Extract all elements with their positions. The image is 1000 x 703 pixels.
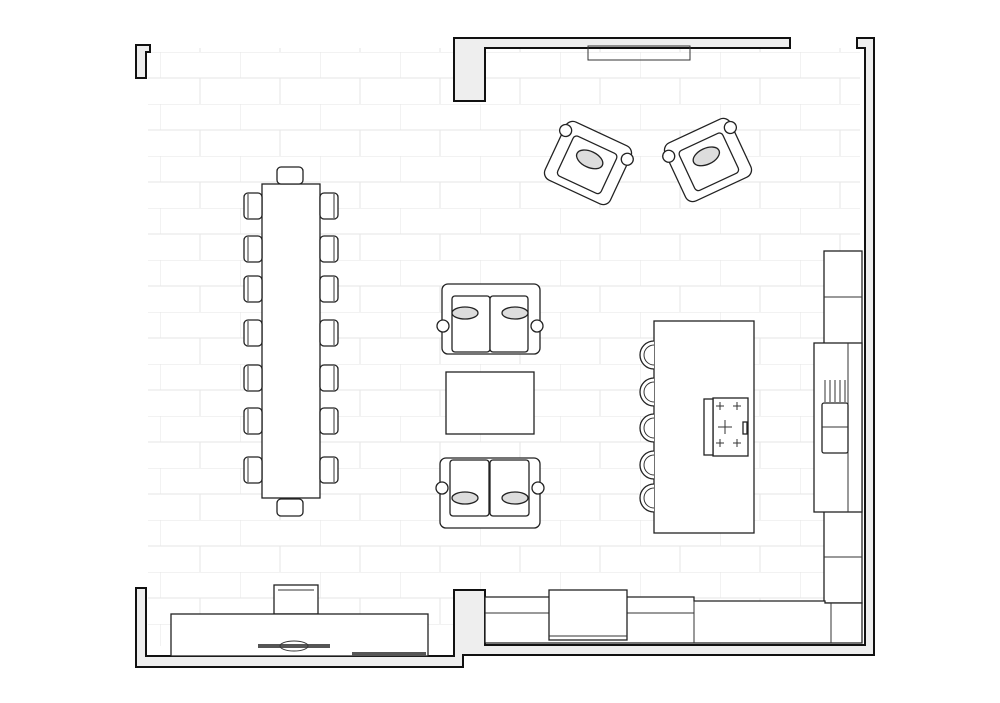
bar-stool	[639, 483, 655, 513]
dining-chair	[243, 192, 263, 220]
coffee-table	[445, 371, 535, 435]
dining-chair	[319, 407, 339, 435]
dining-chair	[243, 275, 263, 303]
right-counter	[813, 250, 863, 604]
dining-chair	[319, 275, 339, 303]
dining-area	[243, 166, 339, 517]
dining-chair	[243, 456, 263, 484]
bar-stool	[639, 413, 655, 443]
dining-chair	[243, 364, 263, 392]
dining-chair	[243, 235, 263, 263]
bar-stool	[639, 340, 655, 370]
dining-chair	[319, 364, 339, 392]
dining-chair	[319, 235, 339, 263]
walls	[135, 37, 875, 668]
dining-chair	[276, 498, 304, 517]
sofa-top	[436, 283, 544, 355]
appliance	[548, 589, 628, 641]
dining-chair	[319, 192, 339, 220]
bottom-counter	[484, 589, 863, 644]
bar-stool	[639, 377, 655, 407]
desk	[170, 584, 429, 657]
bar-stool	[639, 450, 655, 480]
dining-chair	[243, 407, 263, 435]
dining-chair	[276, 166, 304, 185]
armchair-right	[662, 117, 753, 203]
dining-chair	[319, 456, 339, 484]
window	[587, 45, 691, 61]
armchair-left	[543, 120, 634, 206]
kitchen-island	[639, 320, 755, 534]
dining-chair	[319, 319, 339, 347]
dining-table	[261, 183, 321, 499]
sofa-bottom	[435, 457, 545, 529]
dining-chair	[243, 319, 263, 347]
